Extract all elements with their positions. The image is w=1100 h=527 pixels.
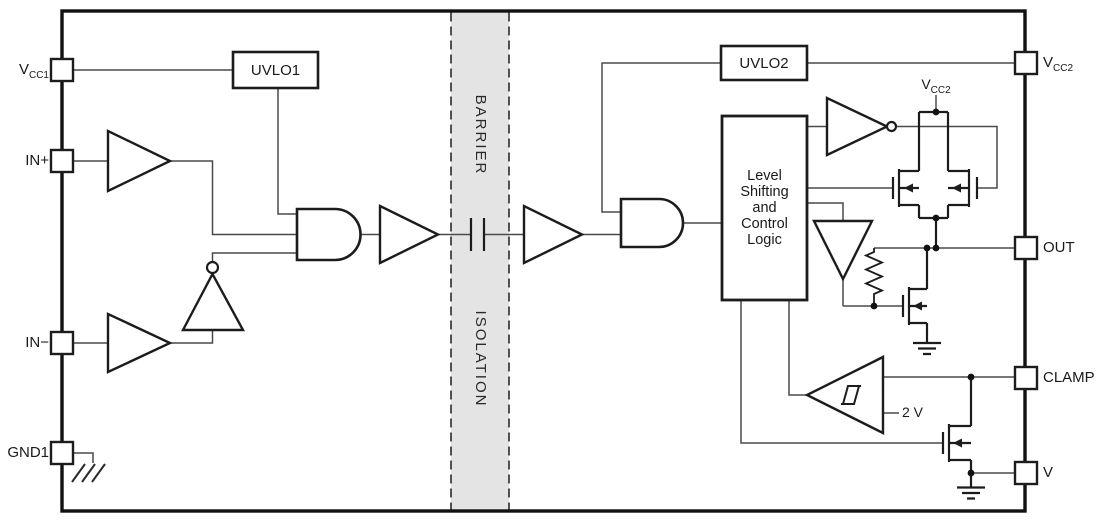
level-shift-control-block [720, 114, 809, 302]
in-minus-buffer-icon [106, 312, 173, 374]
pin-in-minus [49, 330, 75, 356]
level-logic-line: Level [747, 168, 782, 184]
isolation-barrier-band [450, 12, 510, 511]
junction-dots [870, 108, 975, 477]
clamp-comparator-icon [804, 355, 885, 435]
pin-gnd1 [49, 440, 75, 466]
pin-vcc2 [1013, 50, 1039, 76]
package-border [60, 9, 1027, 513]
level-logic-line: and [752, 200, 777, 216]
vcc2-tap-label: VCC2 [921, 76, 951, 96]
clamp-mosfet-icon [941, 377, 985, 500]
wires [73, 62, 1015, 474]
pin-vee2 [1013, 460, 1039, 486]
pin-clamp [1013, 365, 1039, 391]
pin-label-vcc2: VCC2 [1043, 54, 1074, 74]
pin-label-vee2: V [1043, 464, 1054, 481]
hysteresis-icon [841, 385, 861, 405]
pin-out [1013, 235, 1039, 261]
uvlo2-block [719, 44, 809, 82]
output-and-gate-icon [619, 197, 685, 249]
barrier-dashed-lines [450, 12, 510, 511]
in-minus-inverter-icon [181, 260, 246, 332]
pin-in-plus [49, 148, 75, 174]
pin-vcc1 [49, 57, 75, 83]
pullup-inverter-icon [825, 96, 898, 157]
barrier-fill [451, 12, 509, 511]
isolation-label: ISOLATION [472, 310, 489, 408]
pin-label-out: OUT [1043, 239, 1075, 256]
mosfet-arrow-icon [953, 438, 962, 448]
ground-icon [957, 486, 985, 500]
in-plus-buffer-icon [106, 129, 173, 193]
input-and-gate-icon [295, 207, 362, 262]
pin-label-clamp: CLAMP [1043, 369, 1095, 386]
level-logic-line: Logic [747, 232, 782, 248]
ground-icon [913, 341, 941, 356]
clamp-ref-label: 2 V [902, 404, 924, 420]
receive-buffer-icon [522, 204, 585, 265]
level-shift-control-label: Level Shifting and Control Logic [722, 116, 807, 300]
chassis-ground-icon [71, 463, 106, 483]
mosfet-arrow-icon [904, 183, 913, 193]
pulldown-mosfet-icon [901, 248, 941, 356]
transmit-buffer-icon [378, 204, 441, 265]
pin-label-vcc1: VCC1 [18, 61, 49, 81]
gate-resistor-icon [863, 248, 885, 306]
barrier-label: BARRIER [472, 94, 489, 176]
uvlo2-label: UVLO2 [739, 54, 789, 72]
mosfet-arrow-icon [952, 183, 961, 193]
pullup-mosfet-pair-icon [891, 110, 979, 248]
mosfet-arrow-icon [913, 301, 922, 311]
uvlo1-label: UVLO1 [250, 61, 301, 79]
pin-label-in-minus: IN− [25, 334, 49, 351]
pin-label-in-plus: IN+ [25, 152, 49, 169]
uvlo1-block [231, 50, 320, 90]
level-logic-line: Shifting [740, 184, 789, 200]
isolation-capacitor-icon [469, 218, 486, 251]
pulldown-buffer-icon [812, 219, 874, 282]
level-logic-line: Control [741, 216, 788, 232]
pin-label-gnd1: GND1 [7, 444, 49, 461]
